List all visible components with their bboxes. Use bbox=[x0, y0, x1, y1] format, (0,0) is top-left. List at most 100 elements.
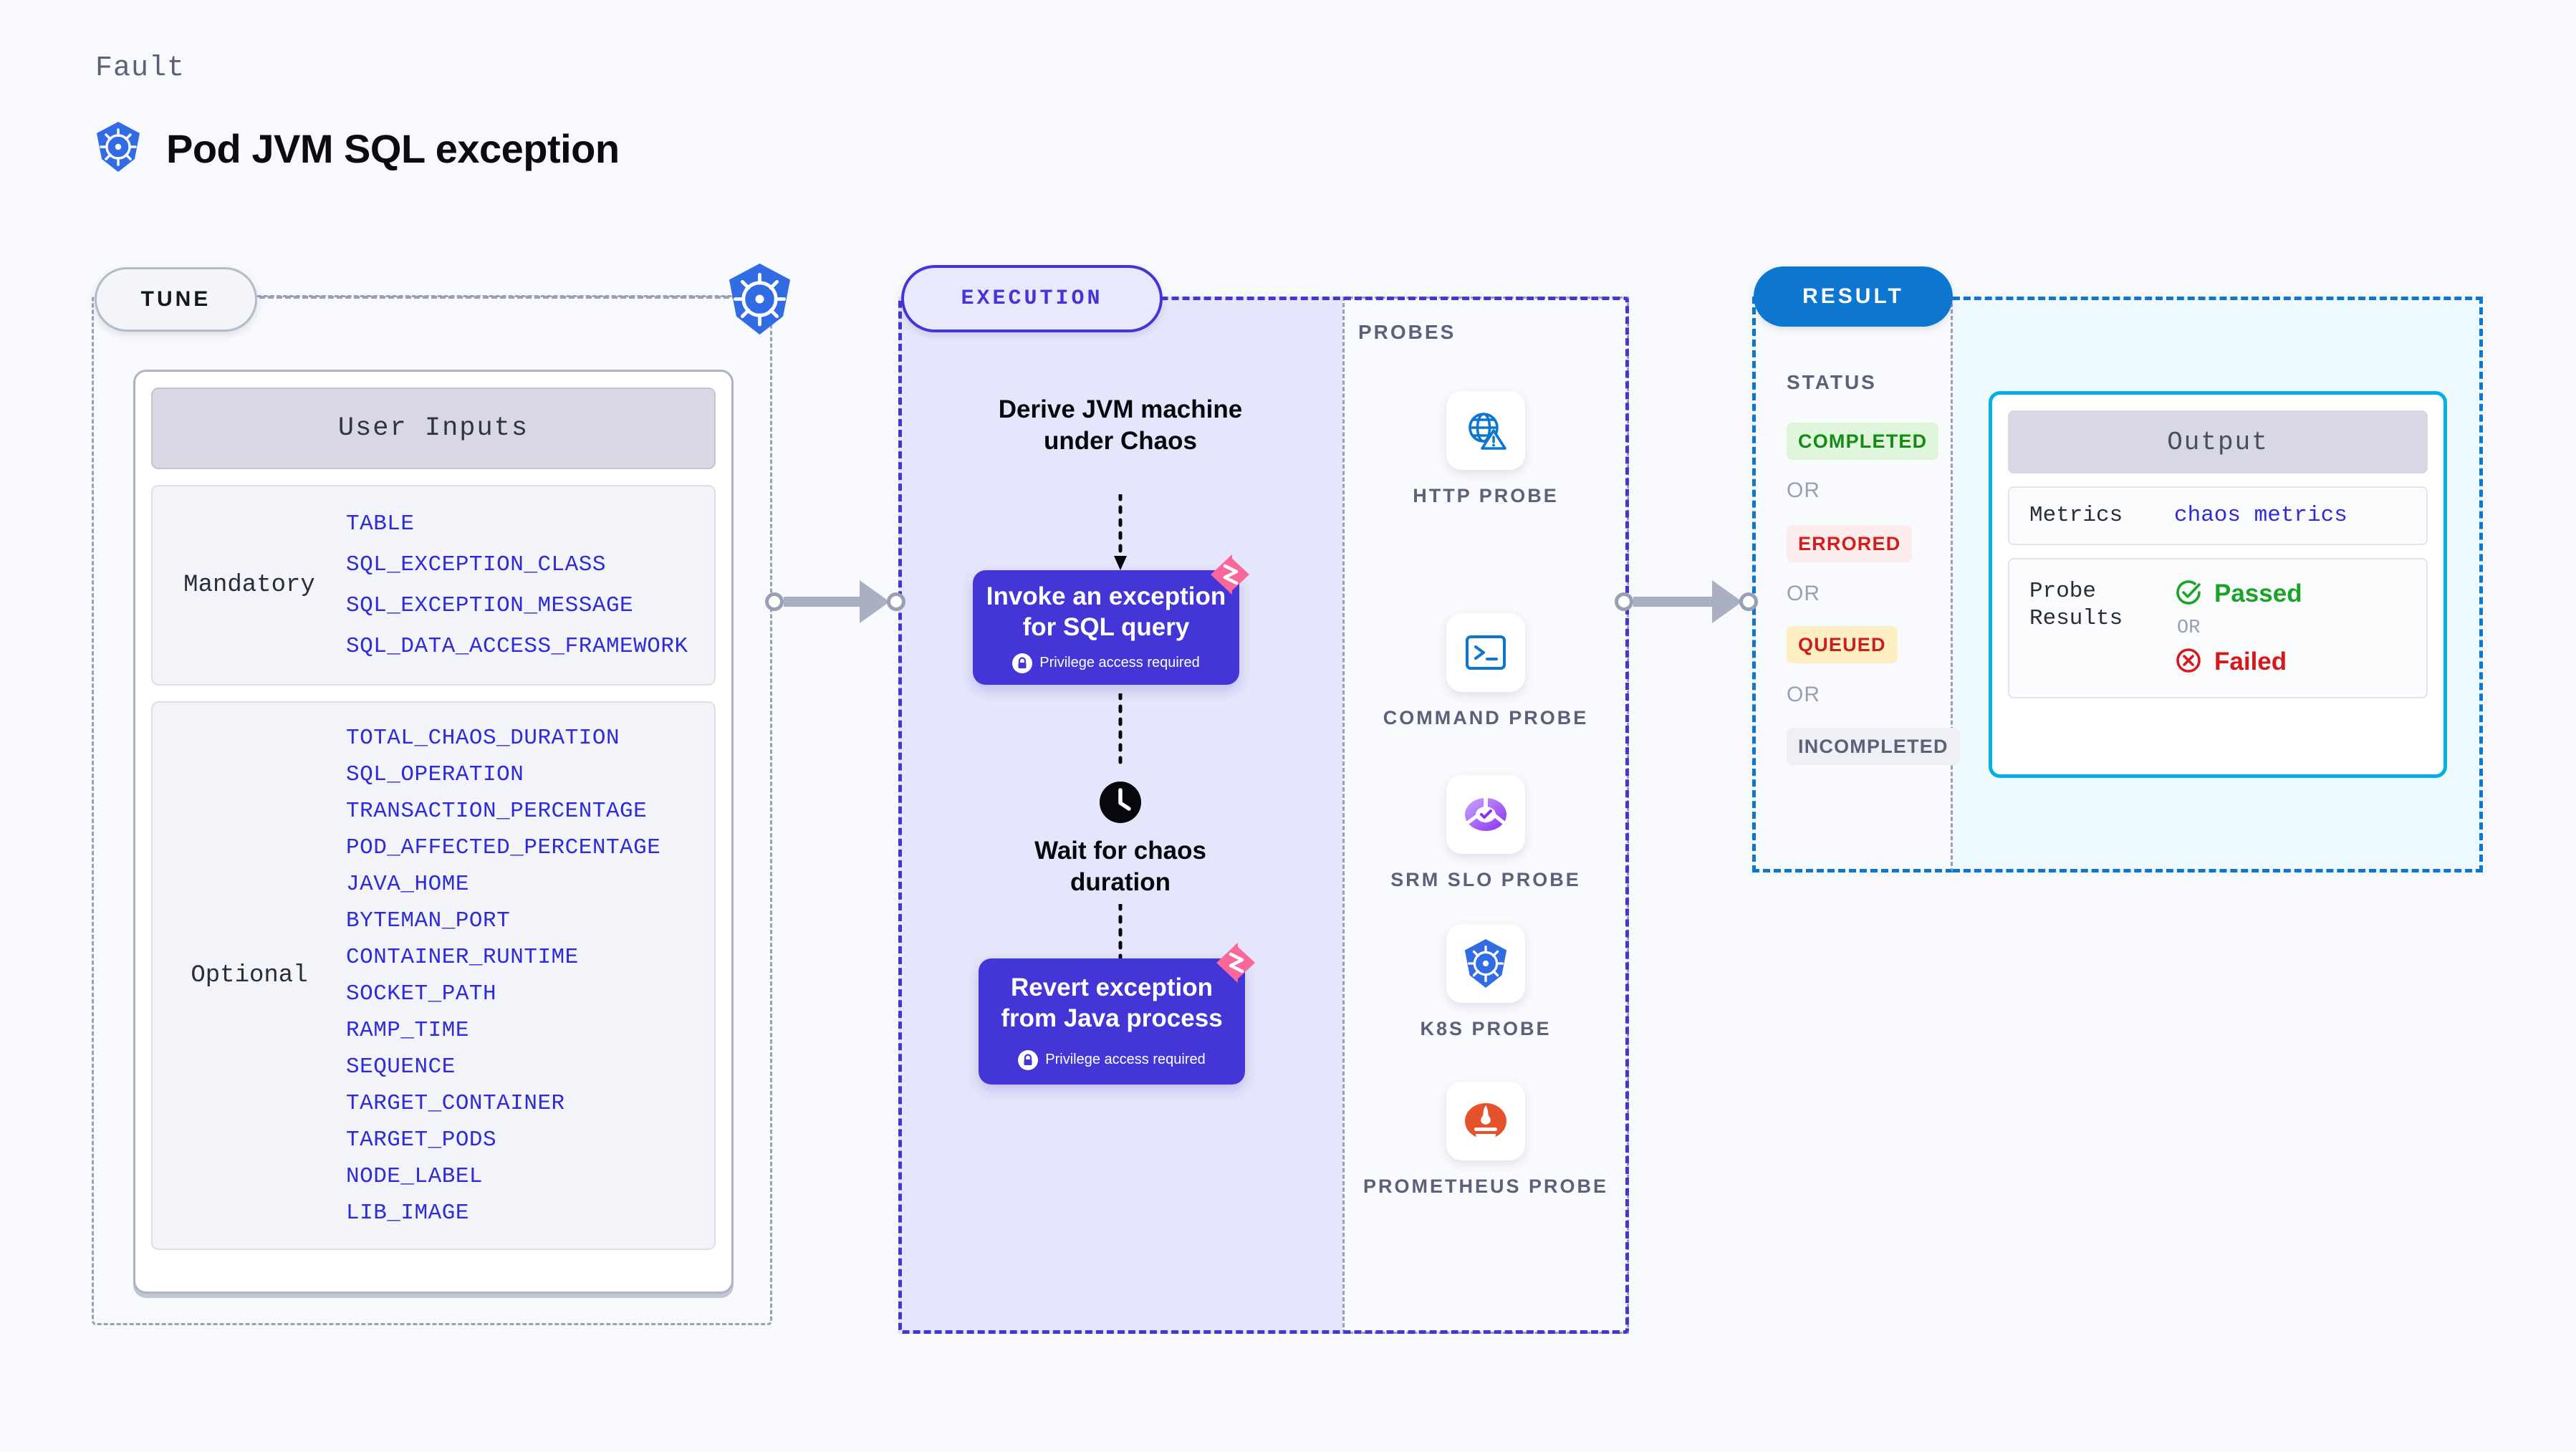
optional-label: Optional bbox=[191, 962, 308, 989]
param-item[interactable]: TOTAL_CHAOS_DURATION bbox=[346, 726, 620, 751]
connector-arrowhead bbox=[860, 580, 890, 623]
probe-prometheus[interactable]: PROMETHEUS PROBE bbox=[1342, 1082, 1629, 1198]
result-status-panel bbox=[1752, 297, 1953, 872]
param-item[interactable]: LIB_IMAGE bbox=[346, 1201, 469, 1226]
execution-pill[interactable]: EXECUTION bbox=[901, 265, 1163, 332]
user-inputs-card: User Inputs Mandatory TABLE SQL_EXCEPTIO… bbox=[133, 370, 734, 1294]
page-title-row: Pod JVM SQL exception bbox=[93, 120, 620, 177]
metrics-row: Metrics chaos metrics bbox=[2008, 486, 2428, 545]
page-kicker: Fault bbox=[95, 52, 186, 85]
status-badge-completed: COMPLETED bbox=[1787, 423, 1939, 460]
mandatory-label: Mandatory bbox=[183, 572, 315, 599]
connector-execution-result bbox=[1615, 580, 1758, 623]
srm-slo-icon bbox=[1446, 775, 1525, 854]
param-item[interactable]: SEQUENCE bbox=[346, 1054, 456, 1080]
probe-k8s[interactable]: K8S PROBE bbox=[1342, 924, 1629, 1041]
harness-icon bbox=[1216, 943, 1255, 983]
prometheus-icon bbox=[1446, 1082, 1525, 1160]
metrics-value[interactable]: chaos metrics bbox=[2174, 503, 2347, 529]
mandatory-param-list: TABLE SQL_EXCEPTION_CLASS SQL_EXCEPTION_… bbox=[346, 504, 688, 667]
probe-label: SRM SLO PROBE bbox=[1390, 869, 1581, 890]
param-item[interactable]: SQL_EXCEPTION_MESSAGE bbox=[346, 593, 634, 618]
output-title: Output bbox=[2008, 410, 2428, 473]
param-item[interactable]: TRANSACTION_PERCENTAGE bbox=[346, 799, 648, 824]
kubernetes-icon bbox=[93, 120, 143, 177]
clock-icon bbox=[1099, 781, 1142, 824]
probe-label: K8S PROBE bbox=[1420, 1018, 1552, 1039]
status-badge-queued: QUEUED bbox=[1787, 626, 1898, 663]
connector-end-dot bbox=[1739, 592, 1758, 611]
param-item[interactable]: TARGET_CONTAINER bbox=[346, 1091, 565, 1116]
probe-results-values: Passed OR Failed bbox=[2174, 578, 2302, 678]
optional-param-list: TOTAL_CHAOS_DURATION SQL_OPERATION TRANS… bbox=[346, 720, 660, 1231]
param-item[interactable]: POD_AFFECTED_PERCENTAGE bbox=[346, 835, 661, 860]
kubernetes-icon bbox=[1446, 924, 1525, 1003]
lock-icon bbox=[1012, 653, 1033, 673]
param-item[interactable]: NODE_LABEL bbox=[346, 1164, 484, 1189]
connector-arrowhead bbox=[1712, 580, 1742, 623]
failed-label: Failed bbox=[2214, 648, 2287, 676]
connector-bar bbox=[784, 597, 860, 607]
param-item[interactable]: SQL_EXCEPTION_CLASS bbox=[346, 552, 606, 577]
connector-tune-execution bbox=[765, 580, 905, 623]
or-label: OR bbox=[2177, 617, 2201, 639]
privilege-badge: Privilege access required bbox=[1018, 1049, 1206, 1070]
connector-end-dot bbox=[887, 592, 905, 611]
metrics-label: Metrics bbox=[2029, 503, 2123, 528]
probe-command[interactable]: COMMAND PROBE bbox=[1342, 613, 1629, 730]
mandatory-param-group: Mandatory TABLE SQL_EXCEPTION_CLASS SQL_… bbox=[151, 485, 716, 686]
user-inputs-title: User Inputs bbox=[151, 388, 716, 469]
connector-start-dot bbox=[1615, 592, 1633, 611]
tune-connector-line bbox=[251, 296, 738, 299]
or-label: OR bbox=[1787, 582, 1820, 605]
privilege-badge-text: Privilege access required bbox=[1045, 1052, 1206, 1068]
result-pill[interactable]: RESULT bbox=[1754, 266, 1953, 327]
arrow-down-icon bbox=[1114, 494, 1127, 570]
probe-http[interactable]: HTTP PROBE bbox=[1342, 391, 1629, 508]
status-badge-errored: ERRORED bbox=[1787, 525, 1913, 562]
x-circle-icon bbox=[2174, 646, 2203, 678]
probe-label: COMMAND PROBE bbox=[1383, 707, 1589, 729]
probe-result-failed: Failed bbox=[2174, 646, 2302, 678]
check-circle-icon bbox=[2174, 578, 2203, 610]
privilege-badge-text: Privilege access required bbox=[1039, 655, 1200, 671]
param-item[interactable]: SQL_DATA_ACCESS_FRAMEWORK bbox=[346, 634, 688, 659]
param-item[interactable]: TABLE bbox=[346, 511, 415, 537]
harness-icon bbox=[1211, 554, 1249, 595]
param-item[interactable]: JAVA_HOME bbox=[346, 872, 469, 897]
probe-srm-slo[interactable]: SRM SLO PROBE bbox=[1342, 775, 1629, 892]
probes-label: PROBES bbox=[1358, 321, 1456, 343]
param-item[interactable]: SQL_OPERATION bbox=[346, 762, 524, 787]
arrow-down-icon bbox=[1118, 693, 1123, 764]
param-item[interactable]: CONTAINER_RUNTIME bbox=[346, 945, 579, 970]
probe-result-passed: Passed bbox=[2174, 578, 2302, 610]
optional-param-group: Optional TOTAL_CHAOS_DURATION SQL_OPERAT… bbox=[151, 701, 716, 1250]
connector-bar bbox=[1633, 597, 1712, 607]
execution-panel bbox=[898, 297, 1629, 1334]
probe-label: HTTP PROBE bbox=[1413, 485, 1559, 506]
kubernetes-icon bbox=[722, 261, 797, 337]
terminal-icon bbox=[1446, 613, 1525, 692]
param-item[interactable]: TARGET_PODS bbox=[346, 1128, 497, 1153]
connector-start-dot bbox=[765, 592, 784, 611]
or-label: OR bbox=[1787, 683, 1820, 706]
tune-pill[interactable]: TUNE bbox=[95, 267, 257, 332]
or-label: OR bbox=[1787, 479, 1820, 502]
page-title: Pod JVM SQL exception bbox=[166, 126, 620, 171]
status-badge-incompleted: INCOMPLETED bbox=[1787, 728, 1960, 765]
param-item[interactable]: RAMP_TIME bbox=[346, 1018, 469, 1043]
param-item[interactable]: BYTEMAN_PORT bbox=[346, 908, 511, 933]
globe-warning-icon bbox=[1446, 391, 1525, 470]
param-item[interactable]: SOCKET_PATH bbox=[346, 981, 497, 1006]
privilege-badge: Privilege access required bbox=[1012, 653, 1200, 673]
passed-label: Passed bbox=[2214, 580, 2302, 608]
